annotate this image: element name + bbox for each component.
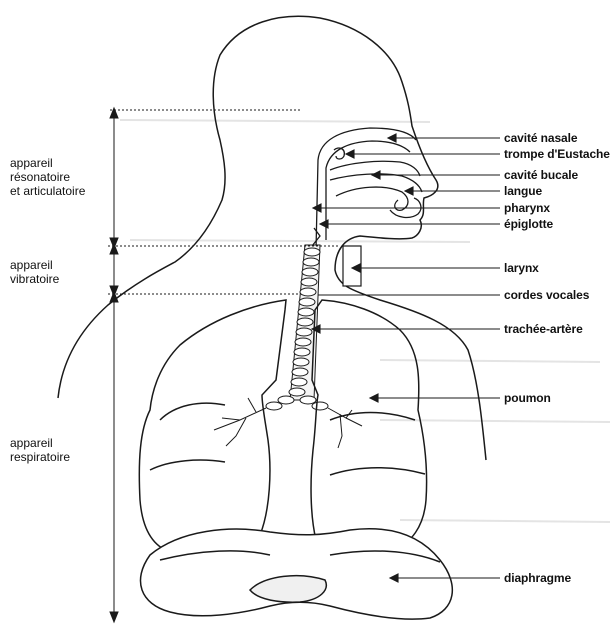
label-diaphragm: diaphragme [504,571,571,585]
label-trachea: trachée-artère [504,322,583,336]
label-vibratory-line1: appareil [10,258,59,272]
label-lung: poumon [504,391,551,405]
label-respiratory-line2: respiratoire [10,450,70,464]
label-epiglottis: épiglotte [504,217,553,231]
label-vocal-cords: cordes vocales [504,288,589,302]
label-resonator-line1: appareil [10,156,85,170]
label-pharynx: pharynx [504,201,550,215]
label-resonator: appareil résonatoire et articulatoire [10,156,85,198]
right-lung [311,300,427,552]
label-eustachian-tube: trompe d'Eustache [504,147,610,161]
label-tongue: langue [504,184,542,198]
label-nasal-cavity: cavité nasale [504,131,577,145]
head-internals [312,128,422,250]
leader-lines [312,134,500,582]
label-respiratory: appareil respiratoire [10,436,70,464]
label-oral-cavity: cavité bucale [504,168,578,182]
lungs [139,300,426,553]
label-larynx: larynx [504,261,539,275]
bronchi [214,398,362,448]
label-respiratory-line1: appareil [10,436,70,450]
left-lung [139,300,286,553]
label-resonator-line3: et articulatoire [10,184,85,198]
body-outline [58,16,486,460]
label-vibratory-line2: vibratoire [10,272,59,286]
diaphragm [140,529,452,619]
label-resonator-line2: résonatoire [10,170,85,184]
label-vibratory: appareil vibratoire [10,258,59,286]
